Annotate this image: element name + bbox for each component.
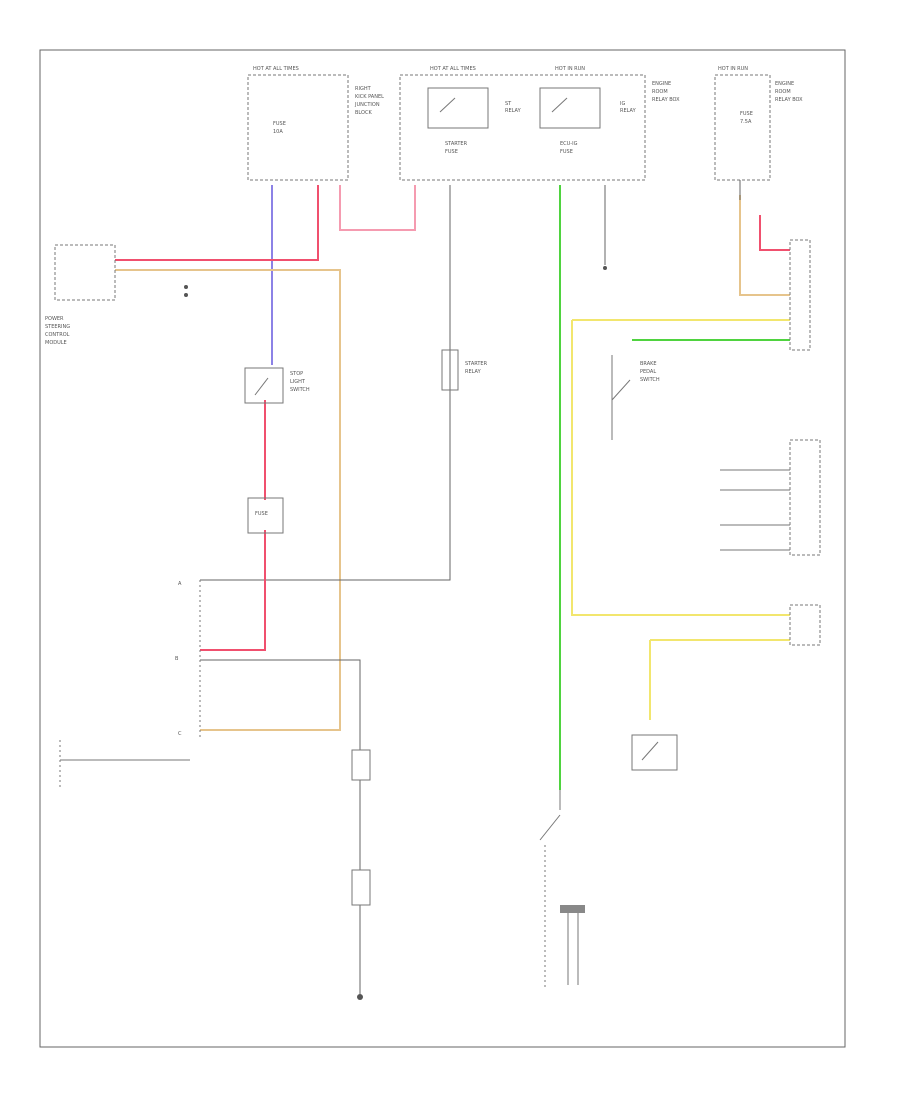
wire-yellow-3 — [649, 639, 790, 720]
svg-text:RELAY: RELAY — [505, 108, 522, 114]
svg-text:STARTER: STARTER — [465, 361, 488, 367]
svg-text:MODULE: MODULE — [45, 340, 67, 346]
svg-text:ROOM: ROOM — [652, 89, 668, 95]
brake-switch-right: BRAKE PEDAL SWITCH — [611, 355, 660, 440]
svg-text:STEERING: STEERING — [45, 324, 70, 330]
right-connector-bottom — [789, 604, 821, 646]
svg-text:ENGINE: ENGINE — [775, 81, 794, 87]
svg-text:FUSE: FUSE — [273, 121, 286, 127]
starter-relay-element: STARTER RELAY — [441, 349, 488, 391]
svg-text:HOT IN RUN: HOT IN RUN — [555, 66, 585, 72]
svg-text:RELAY: RELAY — [465, 369, 482, 375]
svg-text:HOT AT ALL TIMES: HOT AT ALL TIMES — [253, 66, 299, 72]
svg-text:A: A — [178, 581, 182, 587]
svg-text:LIGHT: LIGHT — [290, 379, 306, 385]
svg-text:KICK PANEL: KICK PANEL — [355, 94, 384, 100]
clutch-switch — [351, 749, 371, 781]
svg-text:IG: IG — [620, 101, 625, 107]
transmission-switch — [631, 734, 678, 771]
wire-black-lower — [200, 659, 361, 750]
svg-text:JUNCTION: JUNCTION — [354, 102, 380, 108]
wire-red-1 — [115, 185, 319, 261]
svg-text:ROOM: ROOM — [775, 89, 791, 95]
svg-text:ST: ST — [505, 101, 512, 107]
svg-text:FUSE: FUSE — [445, 149, 458, 155]
svg-text:C: C — [178, 731, 182, 737]
fuse-element: FUSE — [247, 497, 284, 534]
fuse-box-right: HOT IN RUN FUSE 7.5A ENGINE ROOM RELAY B… — [714, 66, 803, 181]
svg-text:BRAKE: BRAKE — [640, 361, 657, 367]
right-connector-mid — [720, 439, 821, 556]
svg-text:RELAY: RELAY — [620, 108, 637, 114]
svg-text:POWER: POWER — [45, 316, 64, 322]
svg-text:HOT AT ALL TIMES: HOT AT ALL TIMES — [430, 66, 476, 72]
left-connector: POWER STEERING CONTROL MODULE — [45, 244, 116, 346]
wire-red-right — [759, 215, 790, 251]
park-neutral-switch — [539, 790, 585, 990]
right-connector-top — [789, 239, 811, 351]
svg-text:SWITCH: SWITCH — [290, 387, 310, 393]
svg-text:B: B — [175, 656, 179, 662]
wire-black-starter — [200, 185, 451, 581]
svg-text:ENGINE: ENGINE — [652, 81, 671, 87]
svg-text:10A: 10A — [273, 129, 283, 135]
svg-text:STARTER: STARTER — [445, 141, 468, 147]
svg-text:FUSE: FUSE — [740, 111, 753, 117]
stop-light-switch: STOP LIGHT SWITCH — [244, 367, 310, 404]
svg-text:STOP: STOP — [290, 371, 303, 377]
svg-text:7.5A: 7.5A — [740, 119, 752, 125]
wire-red-3 — [200, 530, 266, 651]
wire-pink — [339, 185, 416, 231]
splice-1 — [184, 285, 188, 289]
pcm-connector: A B C — [175, 580, 201, 740]
wire-yellow-2 — [571, 320, 790, 616]
svg-text:RELAY BOX: RELAY BOX — [652, 97, 680, 103]
svg-text:CONTROL: CONTROL — [45, 332, 70, 338]
splice-2 — [184, 293, 188, 297]
fuse-box-left: HOT AT ALL TIMES FUSE 10A RIGHT KICK PAN… — [247, 66, 384, 181]
relay-box-center: HOT AT ALL TIMES HOT IN RUN ST RELAY IG … — [399, 66, 680, 181]
svg-text:ECU-IG: ECU-IG — [560, 141, 578, 147]
svg-text:BLOCK: BLOCK — [355, 110, 372, 116]
svg-text:PEDAL: PEDAL — [640, 369, 656, 375]
wire-tan-right — [739, 195, 790, 296]
svg-text:FUSE: FUSE — [255, 511, 268, 517]
ground-point-2 — [357, 994, 363, 1000]
svg-text:RELAY BOX: RELAY BOX — [775, 97, 803, 103]
svg-text:SWITCH: SWITCH — [640, 377, 660, 383]
diagram-frame — [39, 49, 846, 1048]
bottom-left-module — [59, 740, 190, 790]
svg-text:FUSE: FUSE — [560, 149, 573, 155]
ground-point-1 — [603, 266, 607, 270]
svg-text:HOT IN RUN: HOT IN RUN — [718, 66, 748, 72]
starter-motor — [351, 869, 371, 906]
wire-tan — [115, 269, 341, 731]
svg-text:RIGHT: RIGHT — [355, 86, 372, 92]
